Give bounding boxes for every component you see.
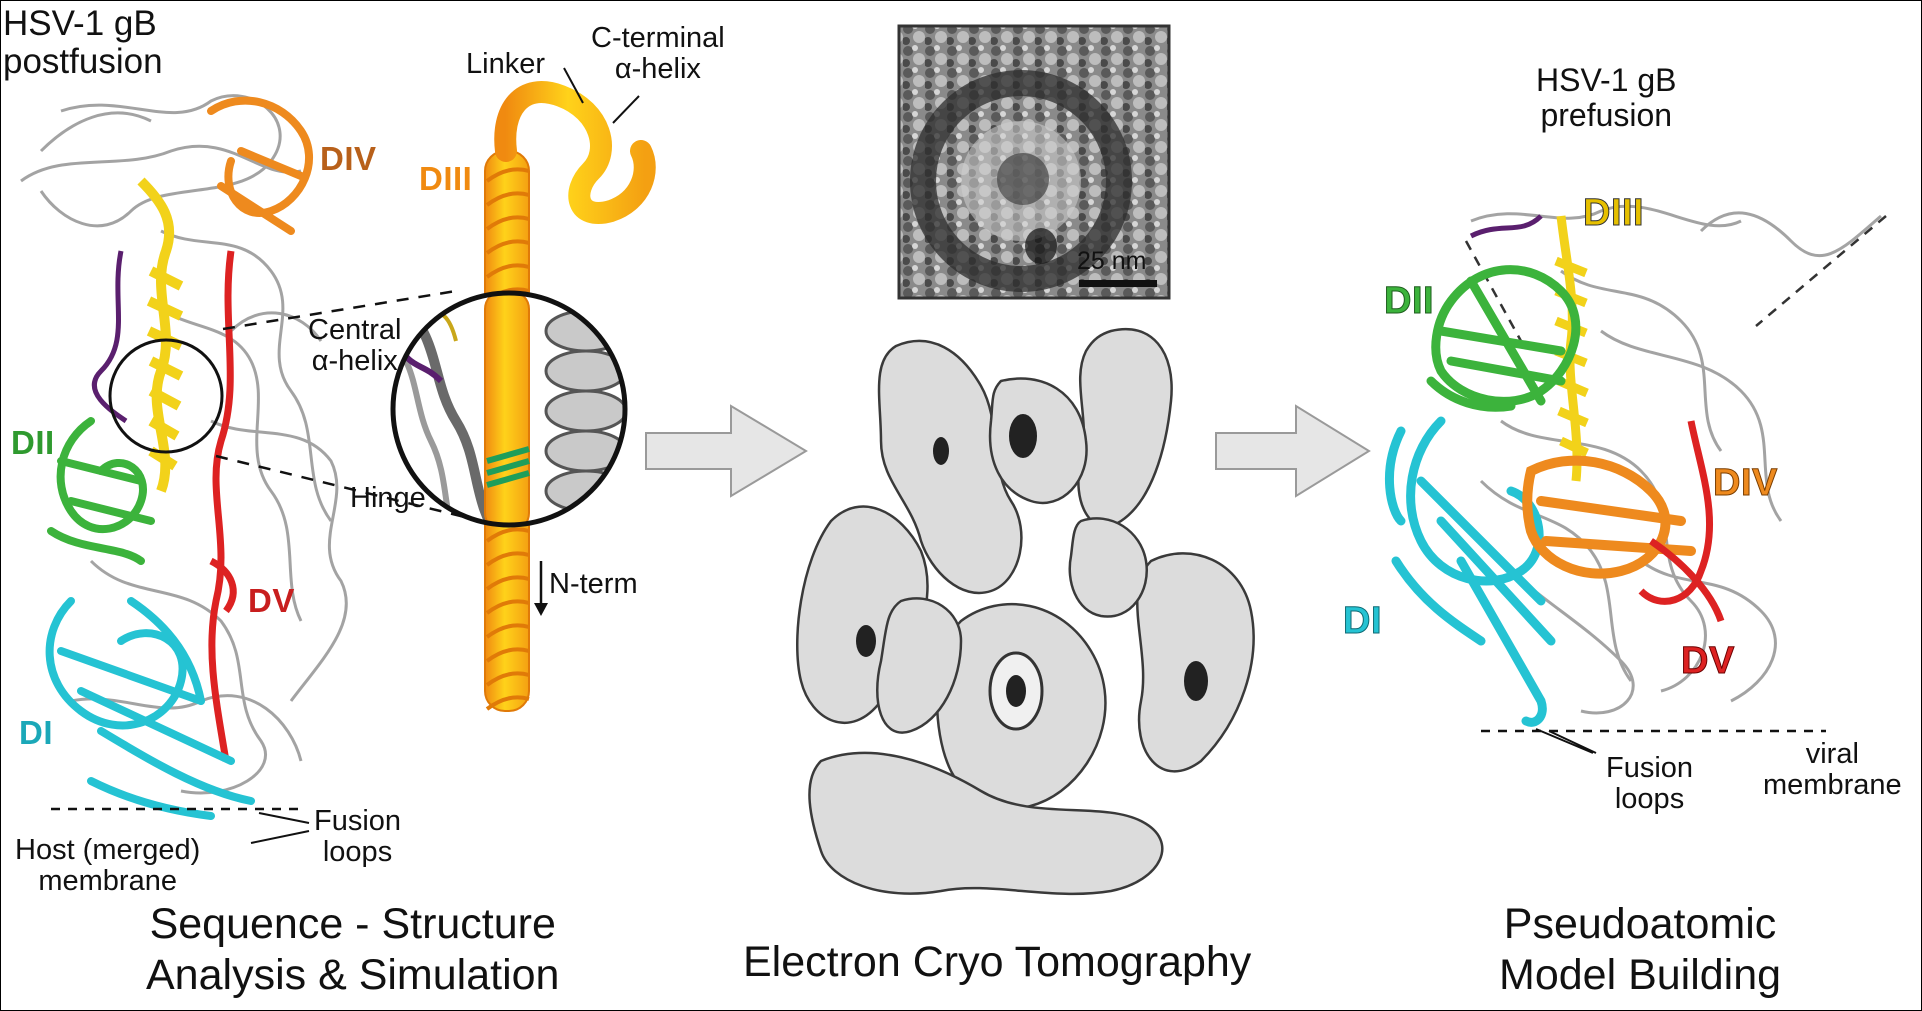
postfusion-title: HSV-1 gB postfusion [3,5,163,81]
c-terminal-helix-label: C-terminal α-helix [591,22,725,86]
diii-helix-detail [390,67,656,712]
c-terminal-line1: C-terminal [591,22,725,54]
postfusion-label-dii: DII [11,424,55,461]
helix-turn [485,575,530,591]
helix-turn [485,215,530,231]
zoom-line-top [222,289,457,331]
helix-turn [485,167,530,183]
central-helix-line1: Central [308,314,402,346]
c-terminal-pointer [612,95,640,124]
postfusion-di-ribbon [45,597,255,820]
arrow-middle-to-right [1215,404,1371,498]
helix-turn [485,671,530,687]
helix-turn [485,551,530,567]
postfusion-div-ribbon [207,96,314,235]
postfusion-label-di: DI [19,714,53,751]
postfusion-structure [20,94,348,844]
prefusion-label-di: DI [1343,600,1383,642]
caption-right-line2: Model Building [1499,950,1782,999]
prefusion-di-ribbon [1385,416,1556,727]
tomogram-slice [897,24,1171,300]
central-helix-highlight-circle [108,338,224,454]
prefusion-fusion-loops-label: Fusion loops [1606,752,1694,816]
postfusion-title-line1: HSV-1 gB [3,4,157,43]
prefusion-fusion-line1: Fusion [1606,752,1694,784]
prefusion-label-div: DIV [1713,462,1778,504]
prefusion-label-diii: DIII [1582,192,1645,234]
prefusion-structure [1385,204,1887,754]
caption-sequence-structure: Sequence - Structure Analysis & Simulati… [146,899,559,1000]
caption-left-line2: Analysis & Simulation [146,950,560,999]
postfusion-fusion-line2: loops [322,836,393,869]
n-term-label: N-term [549,568,638,600]
prefusion-dv-ribbon [1638,420,1725,623]
postfusion-label-div: DIV [320,140,377,177]
prefusion-linker [1469,214,1543,239]
central-helix-label: Central α-helix [308,314,402,378]
host-membrane-label: Host (merged) membrane [15,834,201,898]
scale-bar [1079,280,1157,287]
linker-pointer [563,67,584,104]
postfusion-title-line2: postfusion [3,41,163,81]
helix-turn [485,263,530,279]
postfusion-ribbon-background [20,94,348,795]
prefusion-label-dii: DII [1383,280,1435,322]
scale-bar-label: 25 nm [1077,247,1147,275]
fusion-loops-pointer [250,812,310,844]
helix-turn [485,191,530,207]
magnifier-lens-rim [390,290,628,528]
helix-turn [485,695,530,711]
prefusion-title: HSV-1 gB prefusion [1536,63,1677,132]
prefusion-title-line1: HSV-1 gB [1536,62,1677,98]
helix-turn [485,527,530,543]
prefusion-label-dv: DV [1681,640,1735,682]
prefusion-fusion-line2: loops [1614,783,1685,816]
postfusion-label-dv: DV [248,582,295,619]
postfusion-dv-ribbon [208,250,237,762]
prefusion-div-ribbon [1522,455,1696,579]
viral-membrane-line2: membrane [1763,769,1902,802]
caption-right-line1: Pseudoatomic [1503,900,1777,948]
postfusion-fusion-loops-label: Fusion loops [314,805,402,869]
c-terminal-line2: α-helix [614,53,701,86]
helix-turn [485,623,530,639]
postfusion-linker [91,250,128,424]
prefusion-dashed-link-right [1755,215,1887,327]
postfusion-fusion-line1: Fusion [314,805,402,837]
helix-detail-label-diii: DIII [419,160,473,197]
postfusion-diii-helix [137,177,184,493]
n-term-arrowhead [534,603,548,616]
helix-turn [485,239,530,255]
arrow-left-to-middle [645,404,808,498]
host-membrane-line1: Host (merged) [15,834,201,866]
hinge-label: Hinge [350,482,426,514]
cryo-et-density-map [796,327,1255,896]
zoom-line-bottom [215,454,482,523]
caption-pseudoatomic-model-building: Pseudoatomic Model Building [1499,899,1781,1000]
host-membrane-line2: membrane [38,865,177,898]
prefusion-dii-ribbon [1426,265,1581,412]
helix-turn [485,599,530,615]
prefusion-fusion-loops-pointer [1535,728,1597,754]
prefusion-ribbon-background [1470,204,1882,715]
viral-membrane-label: viral membrane [1763,738,1902,802]
density-map-holes [856,414,1208,731]
central-helix-line2: α-helix [311,345,398,378]
caption-electron-cryo-tomography: Electron Cryo Tomography [743,938,1252,986]
c-terminal-helix [494,81,656,224]
linker-label: Linker [466,48,545,80]
prefusion-dashed-link-left [1464,240,1523,342]
prefusion-title-line2: prefusion [1540,96,1673,133]
caption-left-line1: Sequence - Structure [149,900,556,948]
viral-membrane-line1: viral [1805,738,1859,770]
postfusion-dii-ribbon [47,417,155,565]
helix-turn [485,647,530,663]
